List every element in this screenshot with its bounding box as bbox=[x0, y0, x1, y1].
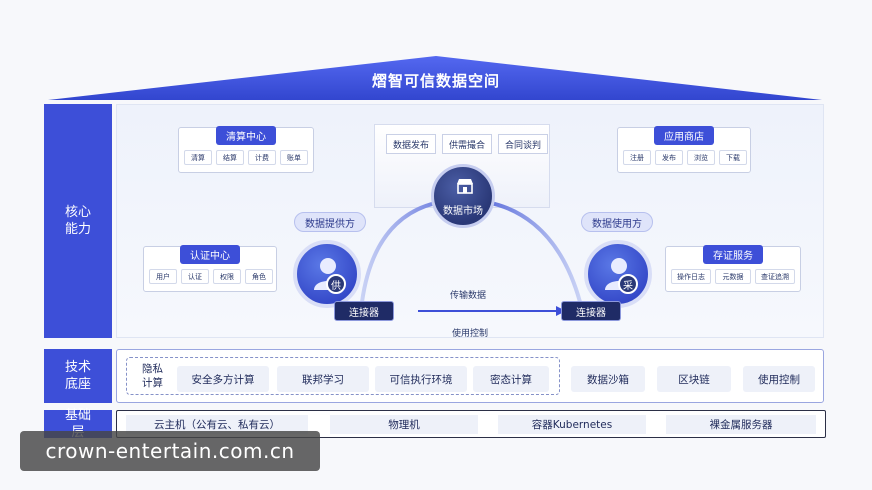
layer-label-core: 核心能力 bbox=[44, 104, 112, 338]
data-market-node: 数据市场 bbox=[431, 164, 495, 228]
consumer-badge: 采 bbox=[618, 274, 638, 294]
tech-chip-mpc: 安全多方计算 bbox=[177, 366, 269, 392]
layer-label-tech: 技术底座 bbox=[44, 349, 112, 403]
chip-publish: 发布 bbox=[655, 150, 683, 165]
chip-operation-log: 操作日志 bbox=[671, 269, 711, 284]
base-chip-kubernetes: 容器Kubernetes bbox=[498, 415, 646, 434]
provider-badge: 供 bbox=[326, 274, 346, 294]
chip-contract: 合同谈判 bbox=[498, 134, 548, 154]
base-chip-cloud-host: 云主机（公有云、私有云） bbox=[126, 415, 308, 434]
chip-settlement: 结算 bbox=[216, 150, 244, 165]
flow-label-transfer: 传输数据 bbox=[450, 291, 487, 301]
chip-data-publish: 数据发布 bbox=[386, 134, 436, 154]
tech-chip-blockchain: 区块链 bbox=[657, 366, 731, 392]
tech-chip-tee: 可信执行环境 bbox=[375, 366, 467, 392]
chip-trace: 查证追溯 bbox=[755, 269, 795, 284]
chip-role: 角色 bbox=[245, 269, 273, 284]
base-chip-physical: 物理机 bbox=[330, 415, 478, 434]
provider-connector: 连接器 bbox=[334, 301, 394, 321]
tech-chip-sandbox: 数据沙箱 bbox=[571, 366, 645, 392]
panel-title: 清算中心 bbox=[216, 126, 276, 145]
chip-register: 注册 bbox=[623, 150, 651, 165]
flow-label-usage-control: 使用控制 bbox=[452, 329, 489, 339]
consumer-role-tag: 数据使用方 bbox=[581, 212, 653, 232]
chip-download: 下载 bbox=[719, 150, 747, 165]
chip-user: 用户 bbox=[149, 269, 177, 284]
privacy-label: 隐私计算 bbox=[142, 363, 163, 389]
store-icon bbox=[457, 179, 473, 194]
chip-billing: 计费 bbox=[248, 150, 276, 165]
chip-bill: 账单 bbox=[280, 150, 308, 165]
provider-avatar bbox=[293, 240, 361, 308]
chip-metadata: 元数据 bbox=[715, 269, 751, 284]
tech-chip-federated: 联邦学习 bbox=[277, 366, 369, 392]
market-label: 数据市场 bbox=[443, 206, 483, 217]
panel-app-store: 应用商店 bbox=[617, 126, 751, 173]
base-chip-bare-metal: 裸金属服务器 bbox=[666, 415, 816, 434]
page-title: 熠智可信数据空间 bbox=[371, 72, 500, 90]
watermark: crown-entertain.com.cn bbox=[20, 431, 320, 471]
tech-chip-encrypted: 密态计算 bbox=[473, 366, 549, 392]
chip-permission: 权限 bbox=[213, 269, 241, 284]
provider-role-tag: 数据提供方 bbox=[294, 212, 366, 232]
consumer-connector: 连接器 bbox=[561, 301, 621, 321]
chip-auth: 认证 bbox=[181, 269, 209, 284]
chip-browse: 浏览 bbox=[687, 150, 715, 165]
privacy-computing-group bbox=[126, 357, 560, 395]
panel-title: 认证中心 bbox=[180, 245, 240, 264]
chip-matching: 供需撮合 bbox=[442, 134, 492, 154]
consumer-avatar bbox=[584, 240, 652, 308]
roof-banner bbox=[48, 56, 822, 100]
tech-chip-usage-control: 使用控制 bbox=[743, 366, 815, 392]
panel-title: 应用商店 bbox=[654, 126, 714, 145]
panel-title: 存证服务 bbox=[703, 245, 763, 264]
chip-clearing: 清算 bbox=[184, 150, 212, 165]
